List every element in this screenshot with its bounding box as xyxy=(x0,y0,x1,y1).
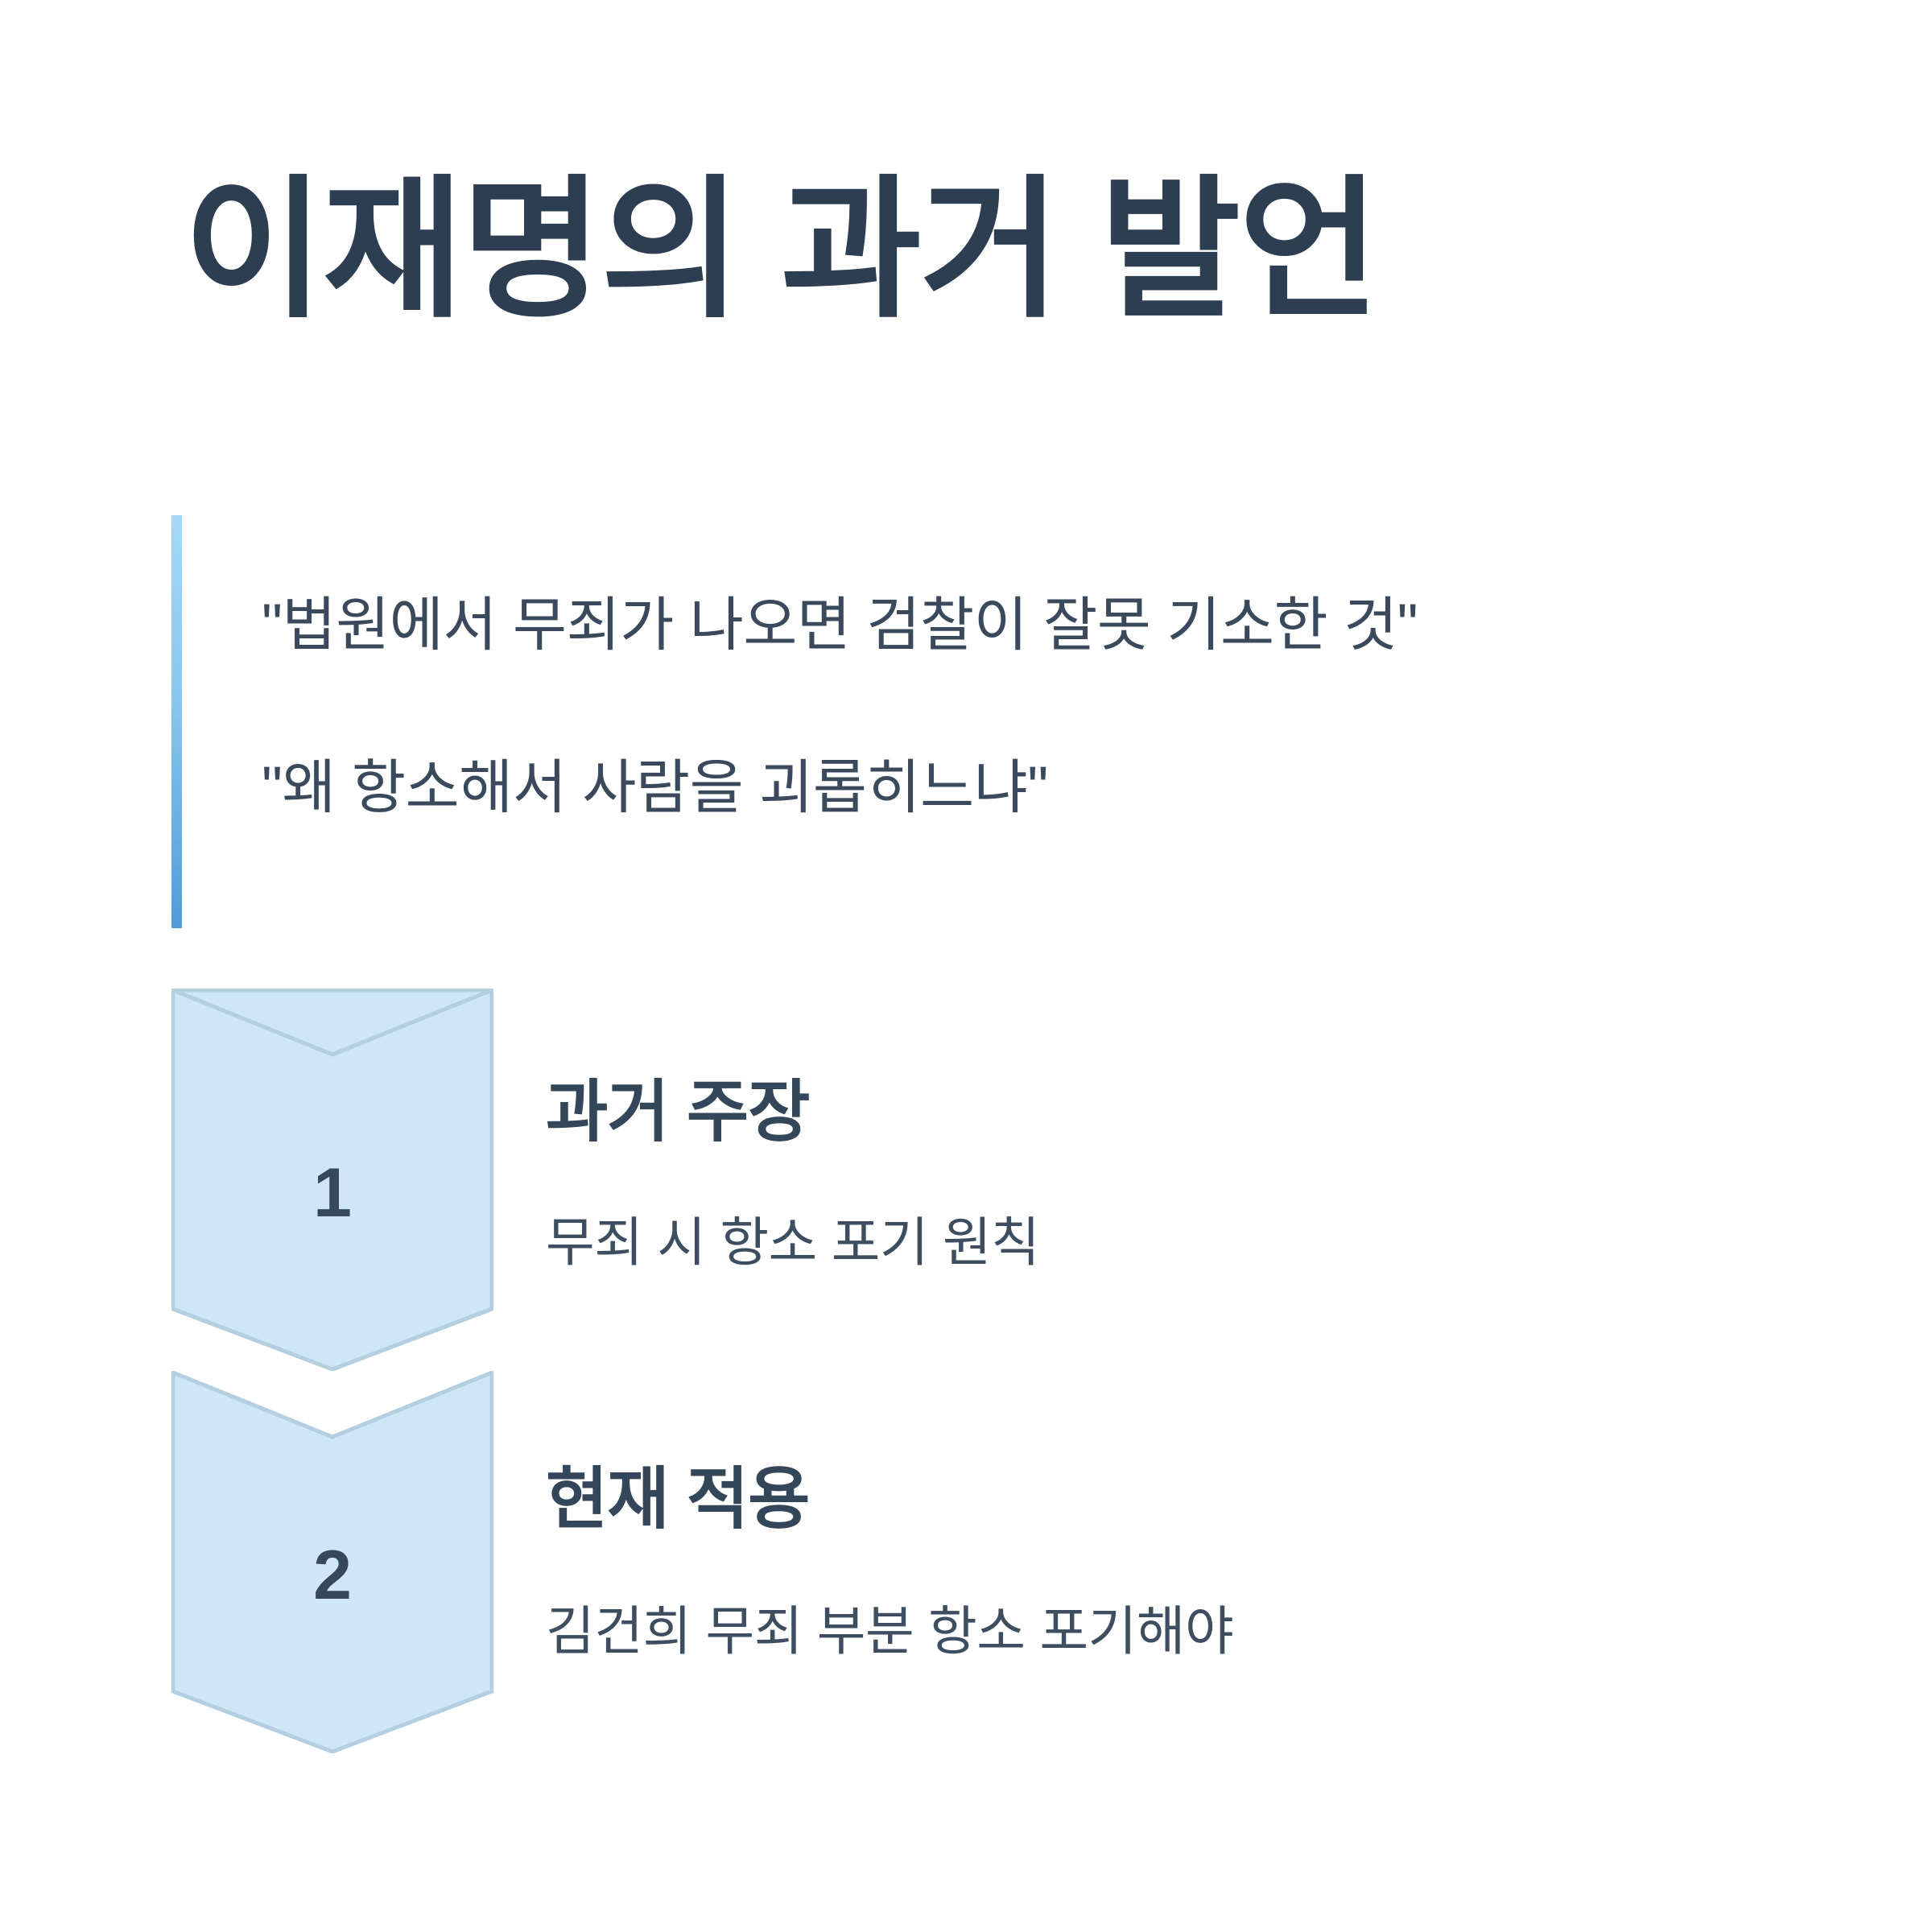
step-heading: 과거 주장 xyxy=(546,1074,810,1150)
step-text-2: 현재 적용 김건희 무죄 부분 항소 포기해야 xyxy=(546,1371,1850,1666)
step-number: 2 xyxy=(313,1537,352,1614)
step-item: 2 현재 적용 김건희 무죄 부분 항소 포기해야 xyxy=(0,1371,1932,1753)
step-subtitle: 무죄 시 항소 포기 원칙 xyxy=(546,1212,1040,1273)
chevron-banner-icon xyxy=(171,1371,493,1753)
quote-accent-bar xyxy=(171,515,182,928)
step-text-1: 과거 주장 무죄 시 항소 포기 원칙 xyxy=(546,989,1850,1278)
step-heading: 현재 적용 xyxy=(546,1461,810,1537)
step-subtitle: 김건희 무죄 부분 항소 포기해야 xyxy=(546,1601,1234,1662)
quote-list: "법원에서 무죄가 나오면 검찰이 잘못 기소한 것" "왜 항소해서 사람을 … xyxy=(262,515,1678,828)
quote-block: "법원에서 무죄가 나오면 검찰이 잘못 기소한 것" "왜 항소해서 사람을 … xyxy=(171,515,1701,928)
chevron-shape-2: 2 xyxy=(171,1371,493,1753)
step-list: 1 과거 주장 무죄 시 항소 포기 원칙 2 현재 적용 김건희 무죄 부분 … xyxy=(0,989,1932,1753)
quote-line: "왜 항소해서 사람을 괴롭히느냐" xyxy=(262,754,1048,820)
step-item: 1 과거 주장 무죄 시 항소 포기 원칙 xyxy=(0,989,1932,1371)
chevron-shape-1: 1 xyxy=(171,989,493,1371)
page-title: 이재명의 과거 발언 xyxy=(184,165,1380,336)
step-number: 1 xyxy=(313,1154,352,1232)
quote-line: "법원에서 무죄가 나오면 검찰이 잘못 기소한 것" xyxy=(262,592,1418,658)
chevron-banner-icon xyxy=(171,989,493,1371)
